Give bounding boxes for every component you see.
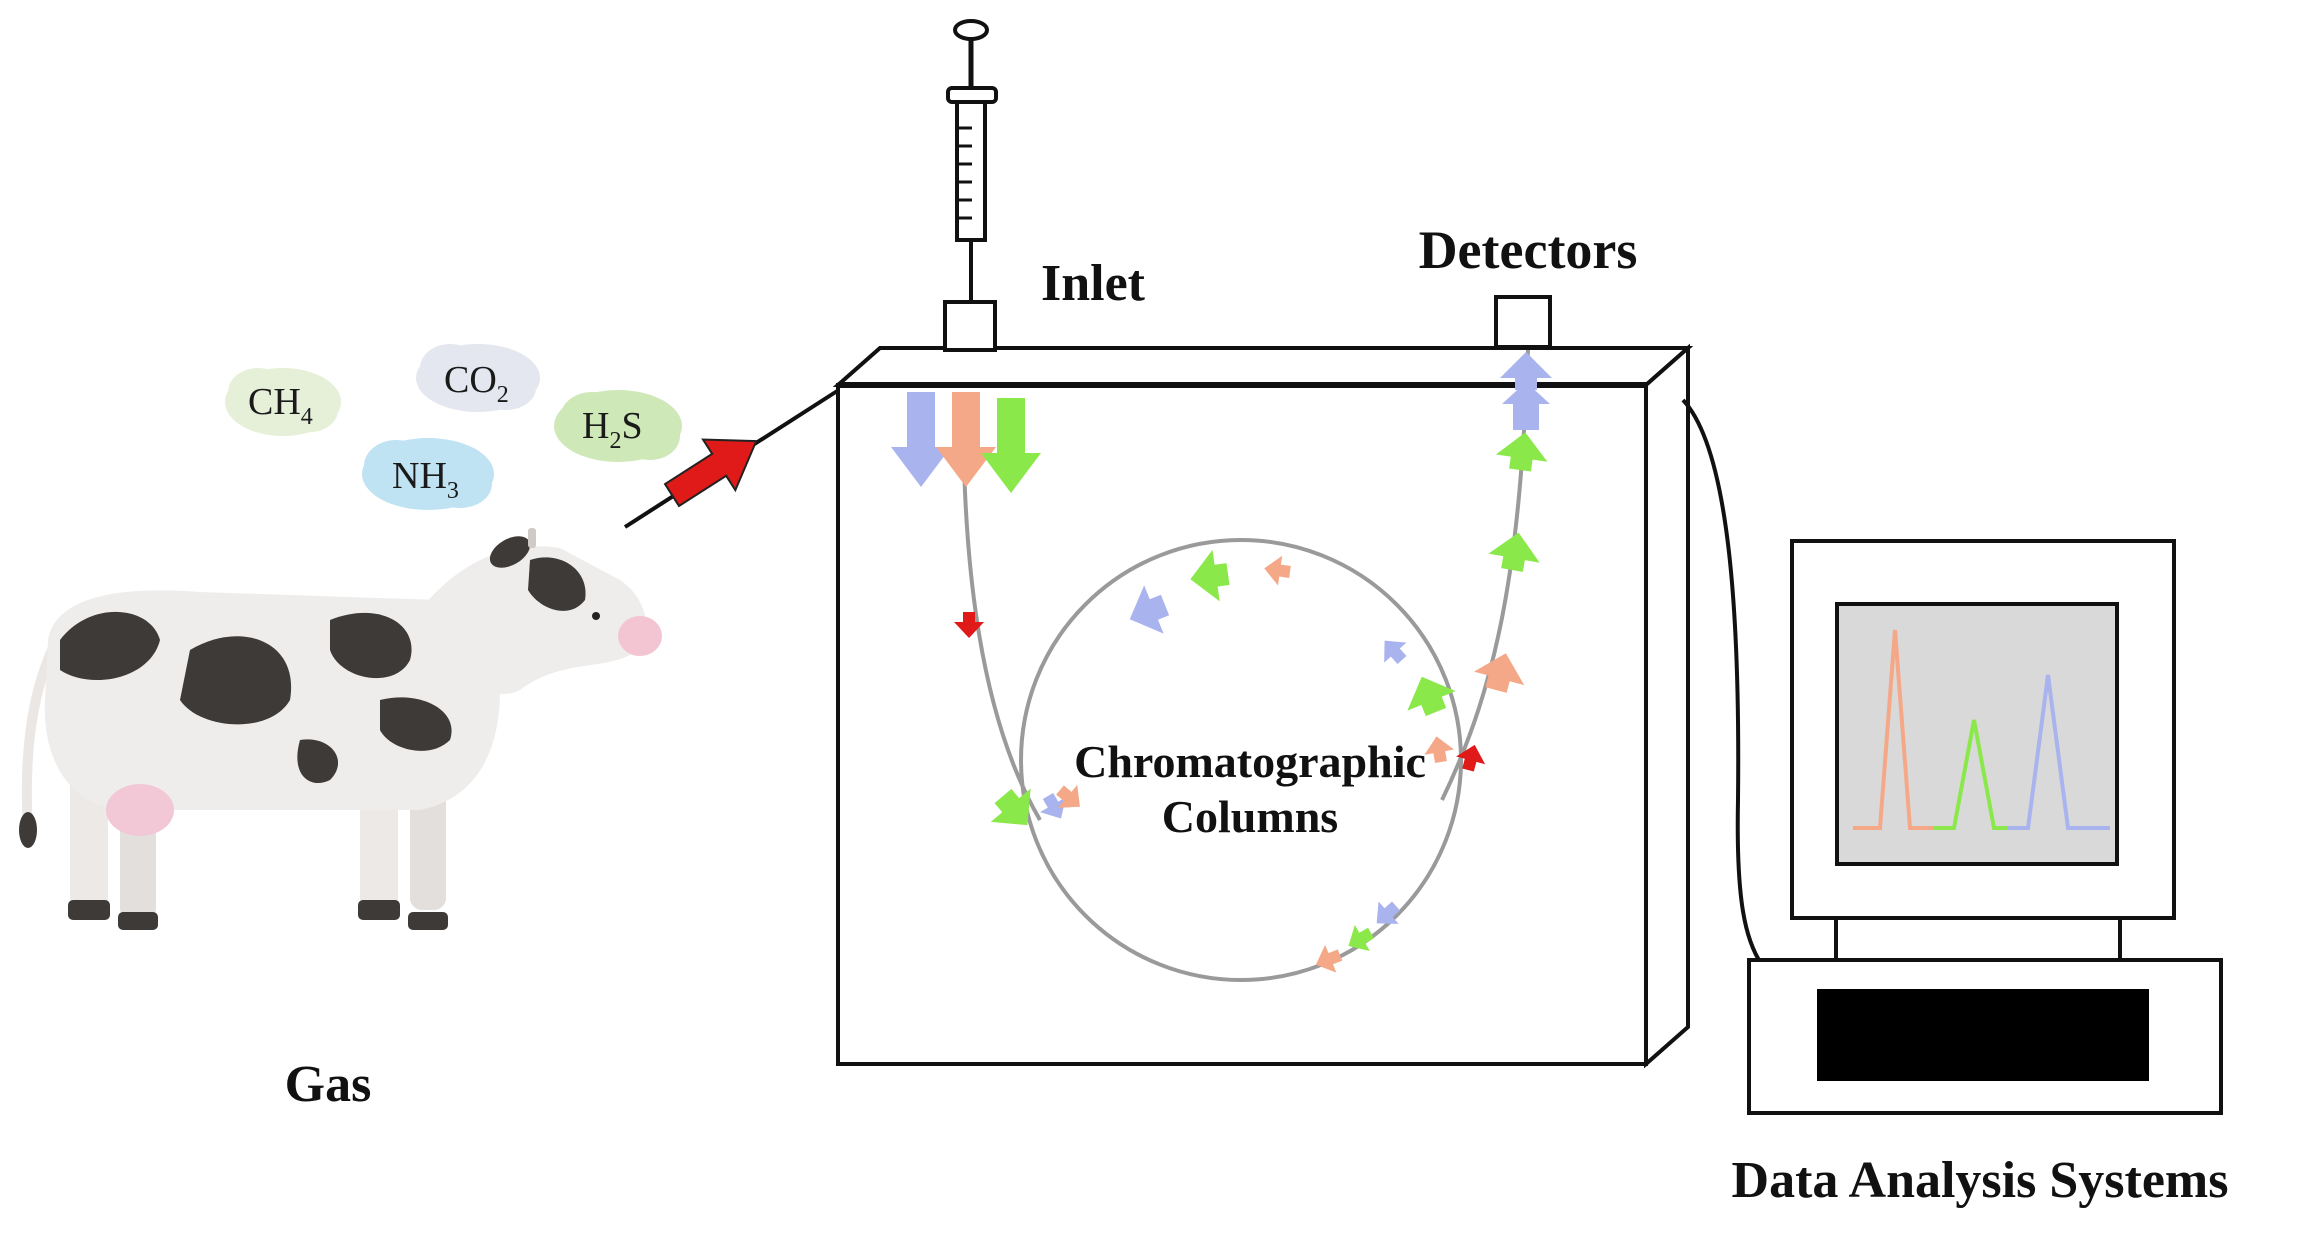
- gas-label: Gas: [285, 1056, 372, 1113]
- chromatogram-peak-green: [1933, 719, 2008, 830]
- columns-label-line1: Chromatographic: [1074, 736, 1426, 787]
- gc-instrument-box: [832, 343, 1694, 1069]
- syringe-icon: [946, 19, 998, 302]
- columns-label-line2: Columns: [1162, 791, 1338, 842]
- gas-cloud-co2: CO2: [416, 344, 540, 412]
- chromatogram-peak-lavender: [2008, 674, 2110, 830]
- sample-transfer-arrow: [623, 384, 847, 529]
- data-analysis-label: Data Analysis Systems: [1732, 1152, 2229, 1209]
- inlet-label: Inlet: [1041, 255, 1146, 312]
- signal-cable: [1681, 398, 1764, 967]
- gas-formula-co2: CO2: [444, 359, 509, 408]
- gas-cloud-nh3: NH3: [362, 438, 494, 510]
- gas-formula-nh3: NH3: [392, 455, 459, 504]
- inlet-component-arrows: [891, 392, 1041, 493]
- gas-formula-ch4: CH4: [248, 381, 313, 430]
- cow-illustration: [19, 528, 662, 930]
- chromatogram-display: [1853, 629, 2110, 830]
- detectors-label: Detectors: [1419, 220, 1638, 280]
- gas-cloud-h2s: H2S: [554, 390, 682, 462]
- gas-formula-h2s: H2S: [582, 405, 643, 454]
- column-exit-arrows: [1453, 352, 1552, 774]
- inlet-port: [943, 300, 997, 352]
- computer-base: [1747, 958, 2223, 1115]
- chromatogram-peak-orange: [1853, 629, 1933, 830]
- computer-monitor: [1790, 539, 2176, 962]
- detector-port: [1494, 295, 1552, 349]
- gas-cloud-ch4: CH4: [225, 368, 341, 436]
